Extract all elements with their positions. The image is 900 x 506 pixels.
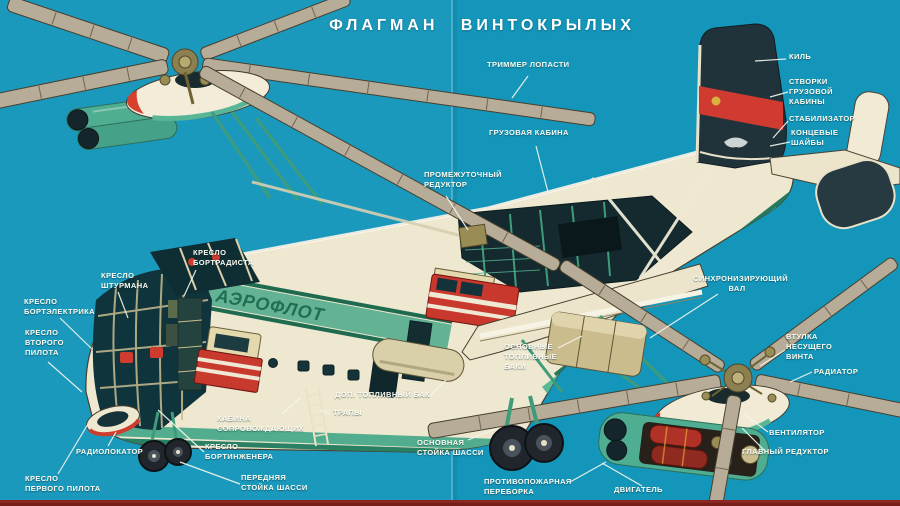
cockpit-section bbox=[86, 238, 263, 437]
callout-vtulka: ВТУЛКА НЕСУЩЕГО ВИНТА bbox=[786, 332, 833, 361]
stabilizer bbox=[769, 91, 900, 230]
front-rotor-blades bbox=[0, 0, 596, 127]
endplate-washer bbox=[815, 159, 896, 230]
rear-rotor-blades bbox=[427, 257, 900, 439]
right-wing bbox=[461, 263, 709, 393]
main-gear bbox=[489, 395, 564, 471]
callout-kreslo-pervogo-pilota: КРЕСЛО ПЕРВОГО ПИЛОТА bbox=[25, 474, 101, 493]
callout-gruzovaya-kabina: ГРУЗОВАЯ КАБИНА bbox=[489, 128, 569, 137]
main-fuel-tanks bbox=[545, 311, 647, 377]
intermediate-gearbox bbox=[458, 223, 488, 249]
callout-sinkhroniziruyushchy-val: СИНХРОНИЗИРУЮЩИЙ ВАЛ bbox=[693, 274, 788, 293]
rear-struts bbox=[590, 174, 708, 279]
callout-osnovnaya-stoyka: ОСНОВНАЯ СТОЙКА ШАССИ bbox=[417, 438, 484, 457]
callout-stabilizator: СТАБИЛИЗАТОР bbox=[789, 114, 855, 123]
callout-kreslo-bortradista: КРЕСЛО БОРТРАДИСТА bbox=[193, 248, 254, 267]
forward-hold-truck bbox=[193, 326, 263, 393]
callout-kontsevye-shayby: КОНЦЕВЫЕ ШАЙБЫ bbox=[791, 128, 839, 147]
leader-lines bbox=[47, 58, 813, 487]
callout-dvigatel: ДВИГАТЕЛЬ bbox=[614, 485, 663, 494]
callout-dop-toplivny-bak: ДОП. ТОПЛИВНЫЙ БАК bbox=[335, 390, 430, 399]
callout-trimmer-lopasti: ТРИММЕР ЛОПАСТИ bbox=[487, 60, 570, 69]
callout-stvorki: СТВОРКИ ГРУЗОВОЙ КАБИНЫ bbox=[789, 77, 833, 106]
callout-kabina-soprovozhdayushchikh: КАБИНА СОПРОВОЖДАЮЩИХ bbox=[217, 414, 305, 433]
callout-kil: КИЛЬ bbox=[789, 52, 812, 61]
callout-osnovnye-baki: ОСНОВНЫЕ ТОПЛИВНЫЕ БАКИ bbox=[504, 342, 558, 371]
callout-kreslo-bortinzhenera: КРЕСЛО БОРТИНЖЕНЕРА bbox=[205, 442, 274, 461]
callout-kreslo-shturmana: КРЕСЛО ШТУРМАНА bbox=[101, 271, 149, 290]
boarding-ladder bbox=[305, 385, 329, 447]
callout-kreslo-vtorogo-pilota: КРЕСЛО ВТОРОГО ПИЛОТА bbox=[25, 328, 64, 357]
cargo-bus bbox=[425, 267, 520, 332]
callout-glavny-reduktor: ГЛАВНЫЙ РЕДУКТОР bbox=[742, 447, 829, 456]
callout-promezhutochny-reduktor: ПРОМЕЖУТОЧНЫЙ РЕДУКТОР bbox=[424, 170, 502, 189]
callout-trapy: ТРАПЫ bbox=[333, 408, 362, 417]
callout-radiolokator: РАДИОЛОКАТОР bbox=[76, 447, 144, 456]
nose-gear bbox=[138, 411, 192, 472]
aux-fuel-tank bbox=[372, 338, 465, 382]
poster-title: ФЛАГМАН ВИНТОКРЫЛЫХ bbox=[329, 17, 635, 34]
callout-perednyaya-stoyka: ПЕРЕДНЯЯ СТОЙКА ШАССИ bbox=[241, 473, 308, 492]
callout-kreslo-bortelektrika: КРЕСЛО БОРТЭЛЕКТРИКА bbox=[24, 297, 95, 316]
front-rotor-blade-crossing bbox=[199, 65, 561, 272]
callout-ventilyator: ВЕНТИЛЯТОР bbox=[769, 428, 825, 437]
rear-rotor-hub bbox=[699, 346, 777, 403]
synchronizing-shaft bbox=[479, 289, 703, 339]
callout-radiator: РАДИАТОР bbox=[814, 367, 859, 376]
cargo-bay-cutaway bbox=[457, 195, 693, 293]
callout-protivopozharnaya: ПРОТИВОПОЖАРНАЯ ПЕРЕБОРКА bbox=[484, 477, 572, 496]
